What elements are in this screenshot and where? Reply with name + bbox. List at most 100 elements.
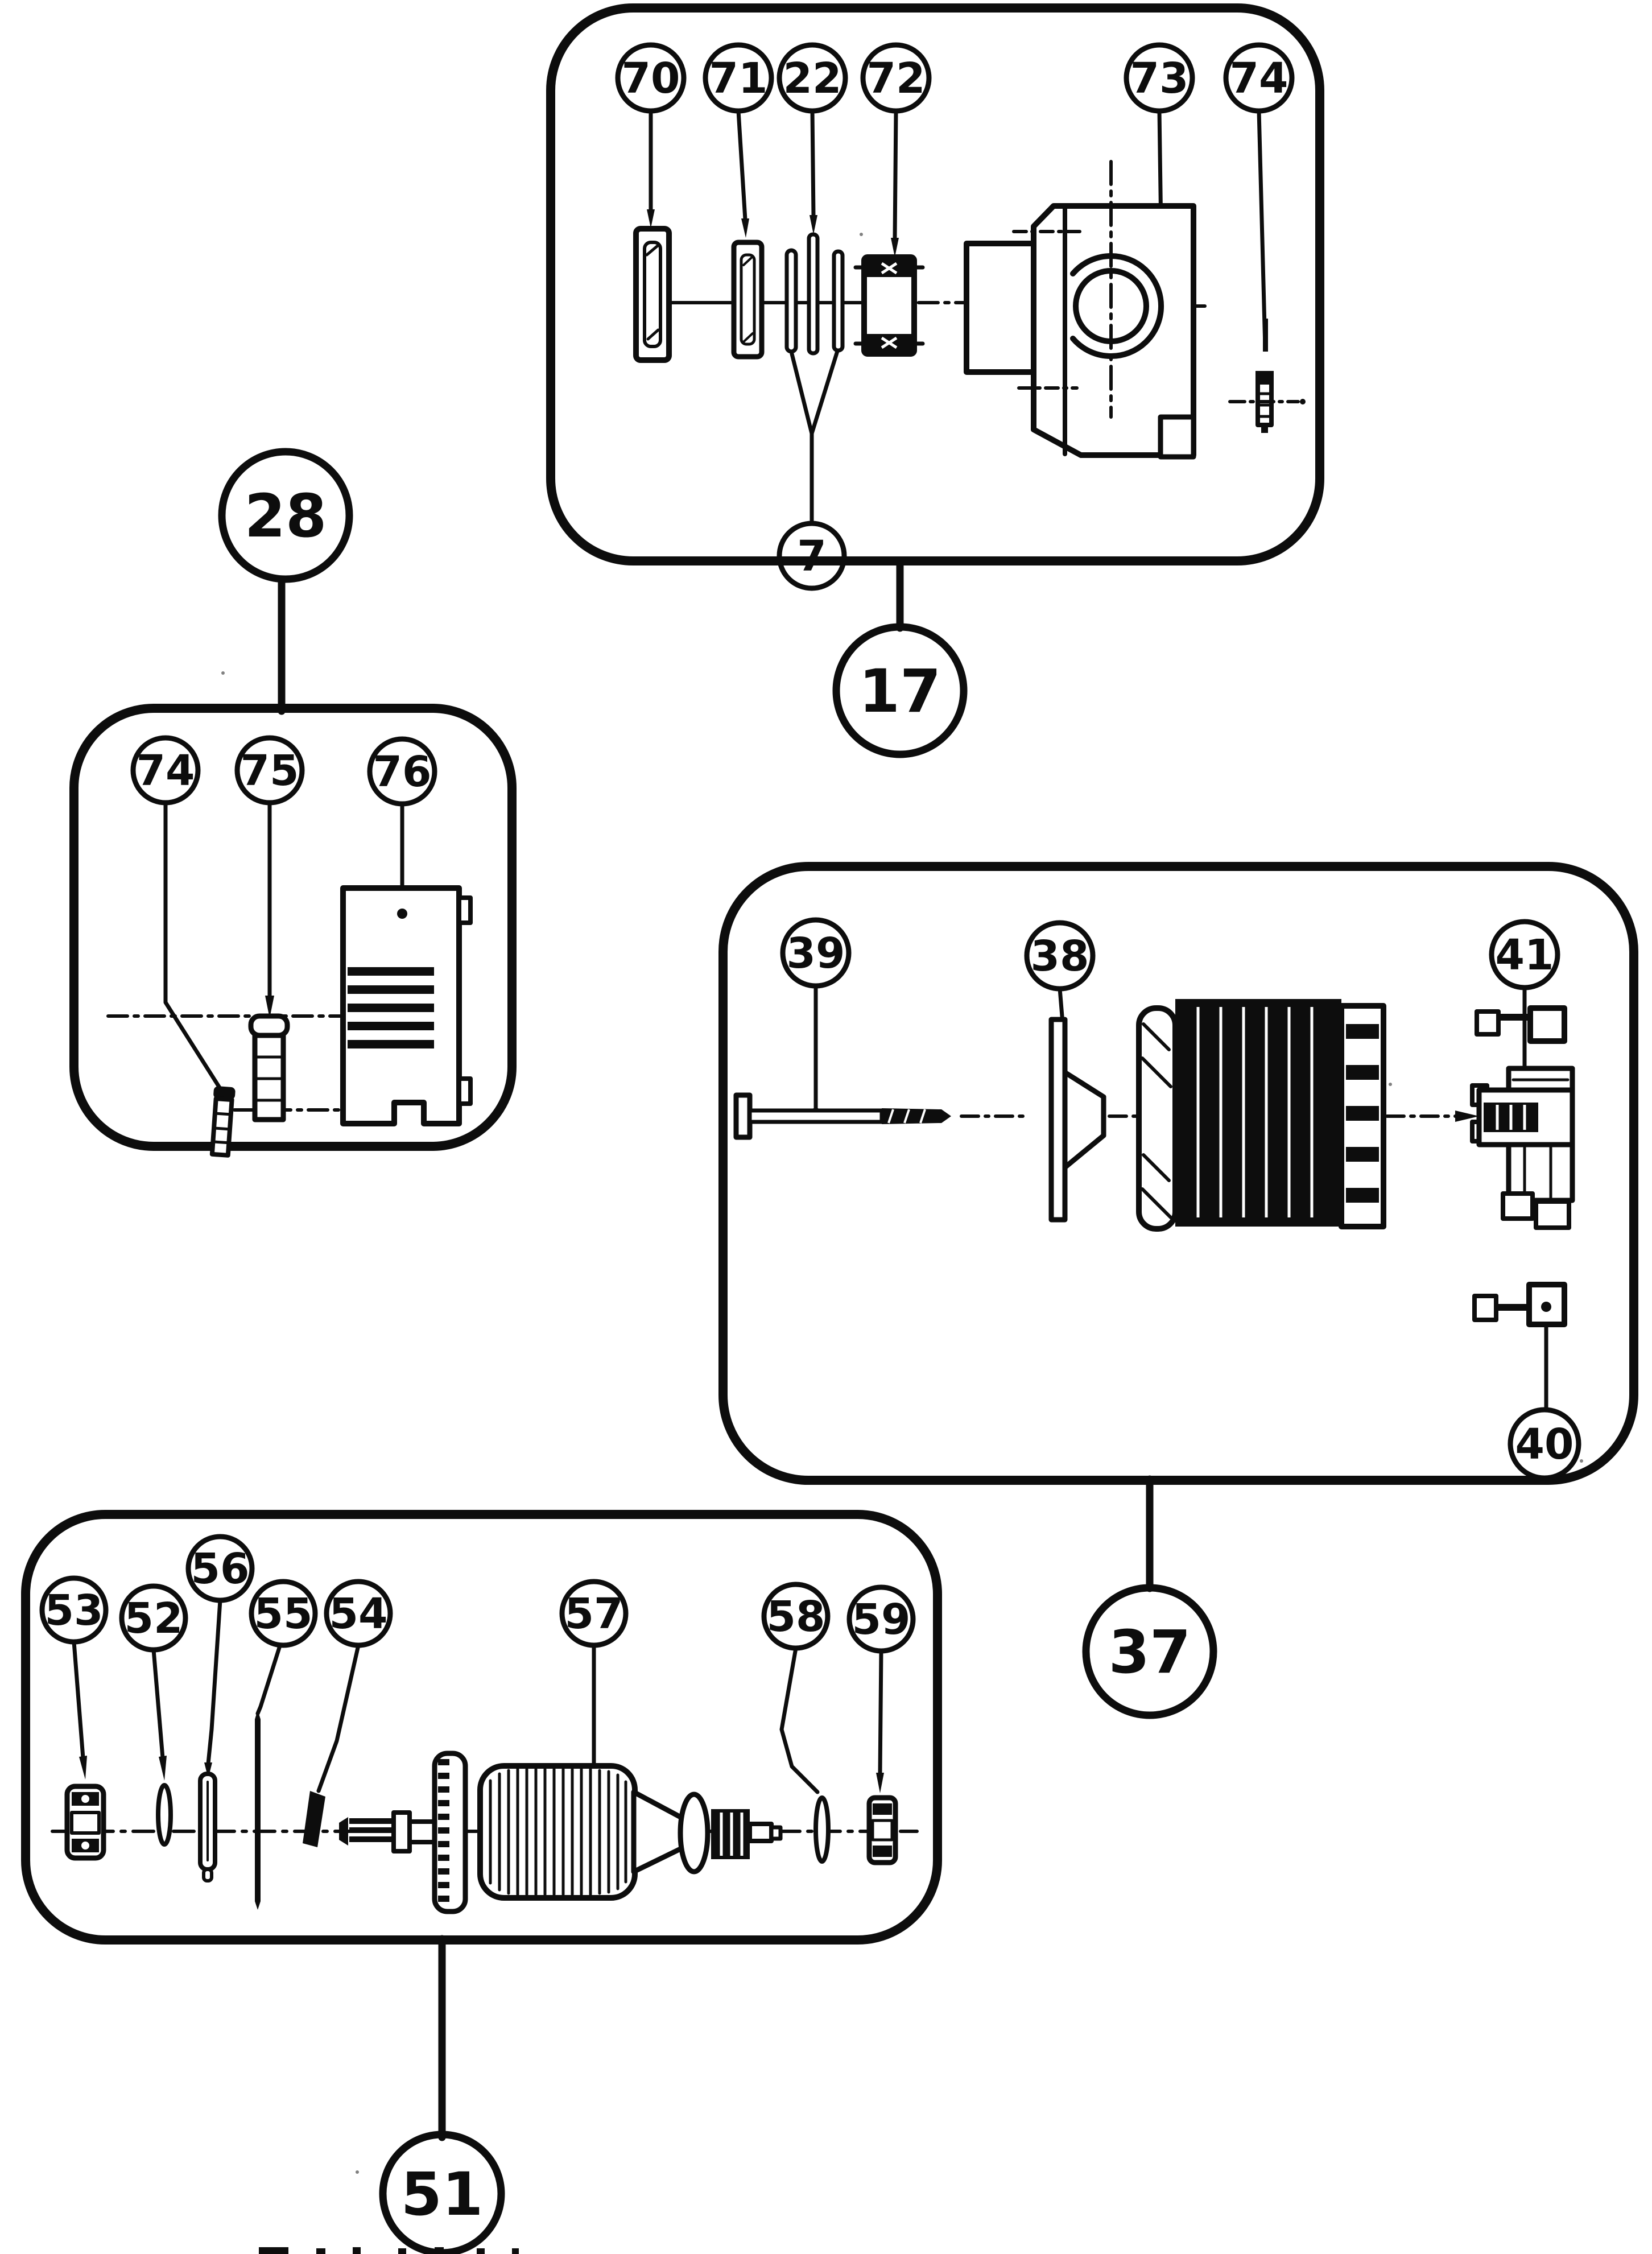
callout-55-circle: [249, 1579, 318, 1648]
callout-40: 40: [1508, 1302, 1581, 1481]
part-cap-75: [248, 1013, 290, 1122]
part-armature-57: [339, 1751, 783, 1914]
part-bolt-39: [733, 1092, 951, 1140]
part-gearcase-73: [964, 160, 1196, 460]
part-bearing-72: [853, 254, 925, 357]
callout-22-label: 22: [783, 54, 842, 103]
bearing-72-xmarks: [881, 262, 898, 349]
part-screw-74-panel28: [209, 1086, 236, 1158]
callout-54: 54: [316, 1579, 393, 1793]
callout-74-panel28: 74: [130, 735, 223, 1092]
part-pin-55: [255, 1710, 261, 1910]
callout-37-label: 37: [1109, 1617, 1191, 1687]
panel-51-outline: [21, 1510, 942, 1945]
callout-71: 71: [703, 42, 774, 238]
callout-74-label: 74: [1230, 54, 1288, 103]
part-key-54: [303, 1791, 325, 1847]
callout-70: 70: [615, 42, 687, 228]
callout-56: 56: [185, 1534, 255, 1778]
leader-22-arrow: [810, 215, 817, 234]
callout-58-label: 58: [767, 1592, 825, 1641]
part-washer-set-22: [784, 232, 845, 356]
callout-17-circle: [832, 623, 968, 758]
leader-52: [151, 1648, 165, 1760]
part-bearing-59: [866, 1795, 898, 1865]
callout-40-label: 40: [1515, 1420, 1574, 1469]
part-retaining-ring-70: [633, 226, 672, 363]
leader-70-arrow: [647, 209, 655, 228]
leader-72: [893, 109, 898, 241]
callout-38-label: 38: [1031, 932, 1089, 981]
callout-57-label: 57: [565, 1590, 623, 1638]
leader-71-arrow: [741, 218, 749, 238]
callout-75: 75: [234, 735, 305, 1018]
cut-off-caption-marks: [259, 2247, 519, 2254]
part-washer-52: [156, 1783, 173, 1847]
leader-7-left: [790, 352, 814, 525]
part-field-stator: [1136, 999, 1386, 1232]
scan-speckles: [221, 233, 1583, 2174]
callout-76: 76: [367, 736, 437, 911]
panel-51: 51 53 52 56 55 54: [21, 1510, 942, 2254]
panel-28-outline: [69, 704, 517, 1151]
callout-17-label: 17: [859, 657, 941, 726]
part-brush-clip-41: [1475, 1005, 1567, 1044]
leader-54: [316, 1643, 361, 1793]
panel-17: 17 70 71 22 72: [546, 3, 1324, 758]
part-washer-56: [198, 1772, 217, 1883]
leader-58: [779, 1646, 820, 1794]
callout-40-circle: [1508, 1407, 1581, 1481]
callout-7: 7: [777, 347, 847, 591]
callout-53: 53: [39, 1575, 109, 1780]
callout-22: 22: [777, 42, 848, 234]
callout-7-label: 7: [797, 532, 827, 581]
callout-71-label: 71: [709, 54, 768, 103]
callout-76-label: 76: [373, 748, 432, 796]
leader-53: [72, 1640, 85, 1760]
callout-39: 39: [780, 917, 852, 1117]
part-brush-clip-40: [1472, 1282, 1567, 1327]
callout-28-label: 28: [245, 481, 327, 551]
callout-70-label: 70: [622, 54, 680, 103]
part-washer-58: [813, 1795, 831, 1864]
callout-53-label: 53: [45, 1586, 104, 1635]
callout-75-label: 75: [241, 746, 299, 795]
callout-37-circle: [1082, 1584, 1217, 1719]
callout-41: 41: [1489, 919, 1560, 1071]
callout-52-label: 52: [125, 1594, 183, 1643]
fan-disc: [678, 1791, 711, 1875]
leader-76-dot: [397, 909, 407, 919]
callout-74-panel17: 74: [1223, 42, 1295, 350]
part-field-case-76: [340, 885, 473, 1126]
stator-streaks: [1196, 1007, 1314, 1217]
leader-75-arrow: [265, 996, 274, 1018]
part-screw-74-panel17: [1228, 319, 1306, 433]
callout-51-label: 51: [401, 2160, 484, 2229]
leader-71: [736, 109, 747, 222]
part-bearing-53: [64, 1784, 106, 1861]
callout-73: 73: [1124, 42, 1195, 241]
callout-56-label: 56: [191, 1545, 250, 1594]
leader-22: [810, 109, 816, 218]
callout-72: 72: [860, 42, 932, 257]
panel-17-outline: [546, 3, 1324, 565]
leader-72-arrow: [891, 238, 899, 257]
panel-37-outline: [718, 862, 1638, 1485]
leader-59: [878, 1649, 883, 1776]
armature-hatch: [489, 1768, 627, 1896]
callout-52: 52: [119, 1583, 188, 1781]
panel-37: 37 39 38 41 40: [718, 862, 1638, 1719]
callout-57: 57: [559, 1579, 629, 1766]
callout-39-label: 39: [787, 929, 845, 978]
leader-56: [206, 1598, 222, 1766]
gear-teeth: [438, 1759, 449, 1902]
callout-38: 38: [1024, 920, 1096, 1031]
callout-73-label: 73: [1130, 54, 1189, 103]
leader-74: [163, 800, 223, 1092]
callout-74-label: 74: [137, 746, 195, 795]
part-fan-baffle-38: [1048, 1017, 1106, 1223]
callout-55-label: 55: [254, 1590, 313, 1638]
callout-55: 55: [249, 1579, 318, 1716]
callout-59: 59: [846, 1584, 916, 1793]
callout-72-label: 72: [867, 54, 926, 103]
